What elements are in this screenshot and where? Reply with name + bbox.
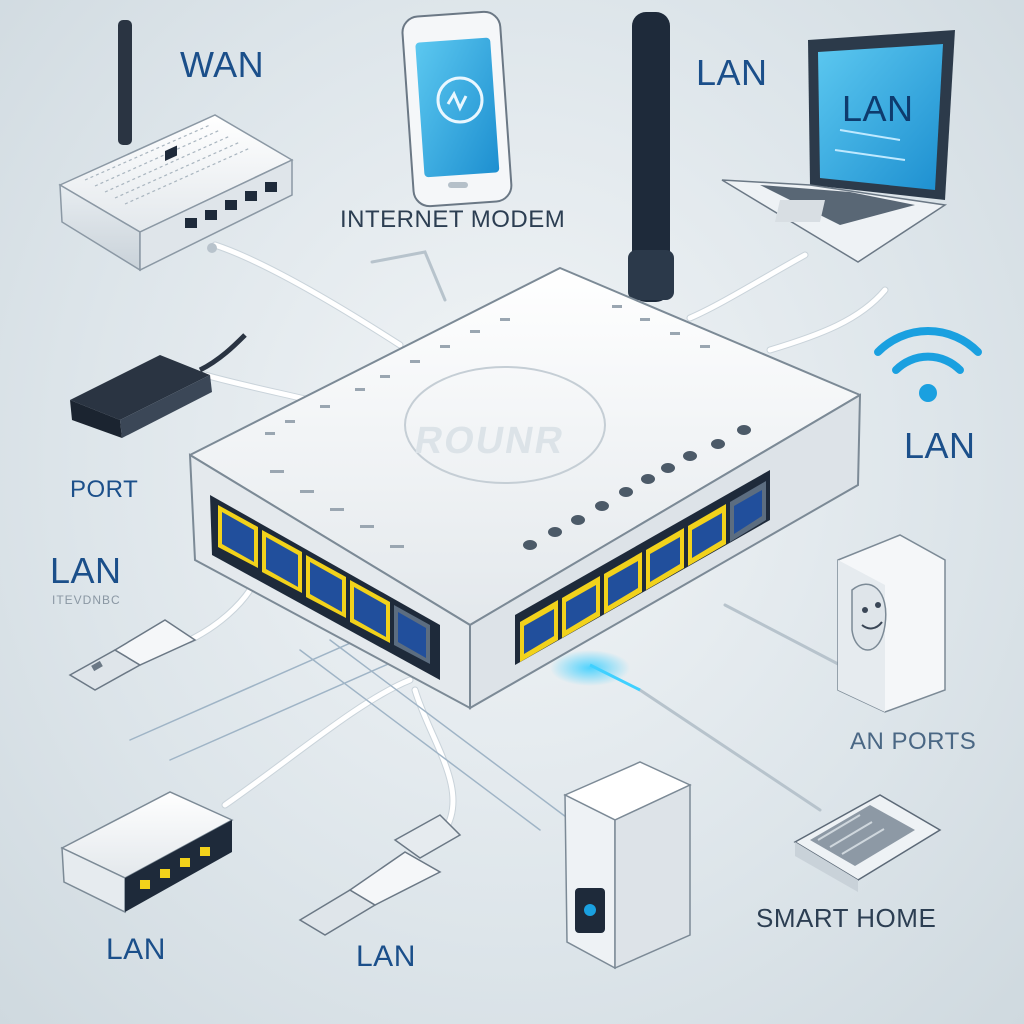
- lan-label-bottom-center: LAN: [356, 940, 416, 973]
- lan-ports-left: [218, 505, 430, 664]
- ethernet-plug-icon: [70, 333, 247, 438]
- lan-ports-right: [520, 481, 766, 662]
- keypad-device-icon: [793, 794, 942, 892]
- usb-plug-icon: [68, 619, 197, 691]
- lan-label-left: LAN: [50, 550, 122, 591]
- lan-label-bottom-left: LAN: [106, 933, 166, 966]
- phone-icon: [401, 10, 513, 208]
- internet-modem-label: INTERNET MODEM: [340, 206, 566, 233]
- wifi-icon: [874, 326, 982, 402]
- laptop-icon: [721, 30, 955, 263]
- laptop-screen-label: LAN: [842, 88, 914, 129]
- port-label: PORT: [70, 476, 139, 503]
- router-icon: [188, 12, 862, 710]
- modem-icon: [58, 20, 294, 272]
- cable-keypad-router: [638, 688, 822, 812]
- network-switch-icon: [60, 791, 234, 914]
- usb-plug-icon-2: [298, 814, 462, 936]
- cables: [129, 241, 889, 834]
- smart-home-label: SMART HOME: [756, 903, 937, 933]
- router-brand-badge: [404, 366, 606, 484]
- lan-label-right: LAN: [904, 425, 976, 466]
- cable-laptop-router-2: [766, 286, 889, 354]
- router-brand-label: ROUNR: [411, 420, 569, 462]
- desktop-tower-icon: [563, 761, 692, 970]
- status-leds: [523, 425, 751, 550]
- smart-plug-icon: [837, 534, 946, 713]
- lan-left-sublabel: ITEVDNBC: [52, 593, 121, 607]
- cable-plug-router: [723, 603, 842, 667]
- lan-label-top: LAN: [696, 52, 768, 93]
- cable-phone-router: [370, 250, 447, 302]
- wan-label: WAN: [180, 44, 265, 85]
- lan-ports-label: AN PORTS: [850, 728, 977, 755]
